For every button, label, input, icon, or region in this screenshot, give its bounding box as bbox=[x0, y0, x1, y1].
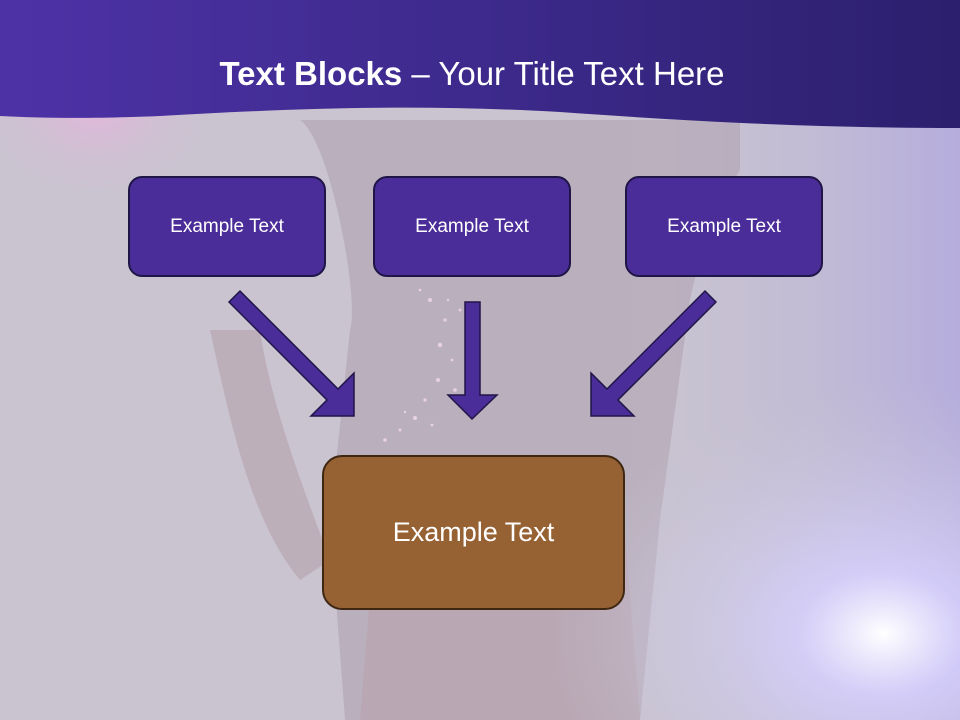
text-block-center: Example Text bbox=[373, 176, 571, 277]
arrow-left bbox=[227, 289, 355, 417]
text-block-left-label: Example Text bbox=[170, 215, 284, 237]
text-block-right: Example Text bbox=[625, 176, 823, 277]
text-block-right-label: Example Text bbox=[667, 215, 781, 237]
text-block-center-label: Example Text bbox=[415, 215, 529, 237]
text-block-left: Example Text bbox=[128, 176, 326, 277]
header-band bbox=[0, 0, 960, 128]
text-block-bottom: Example Text bbox=[322, 455, 625, 610]
slide-title: Text Blocks – Your Title Text Here bbox=[0, 50, 944, 98]
title-bold: Text Blocks bbox=[219, 55, 403, 92]
arrow-center bbox=[446, 301, 499, 421]
text-block-bottom-label: Example Text bbox=[392, 517, 555, 547]
title-rest: – Your Title Text Here bbox=[402, 55, 725, 92]
arrow-right bbox=[590, 289, 718, 417]
